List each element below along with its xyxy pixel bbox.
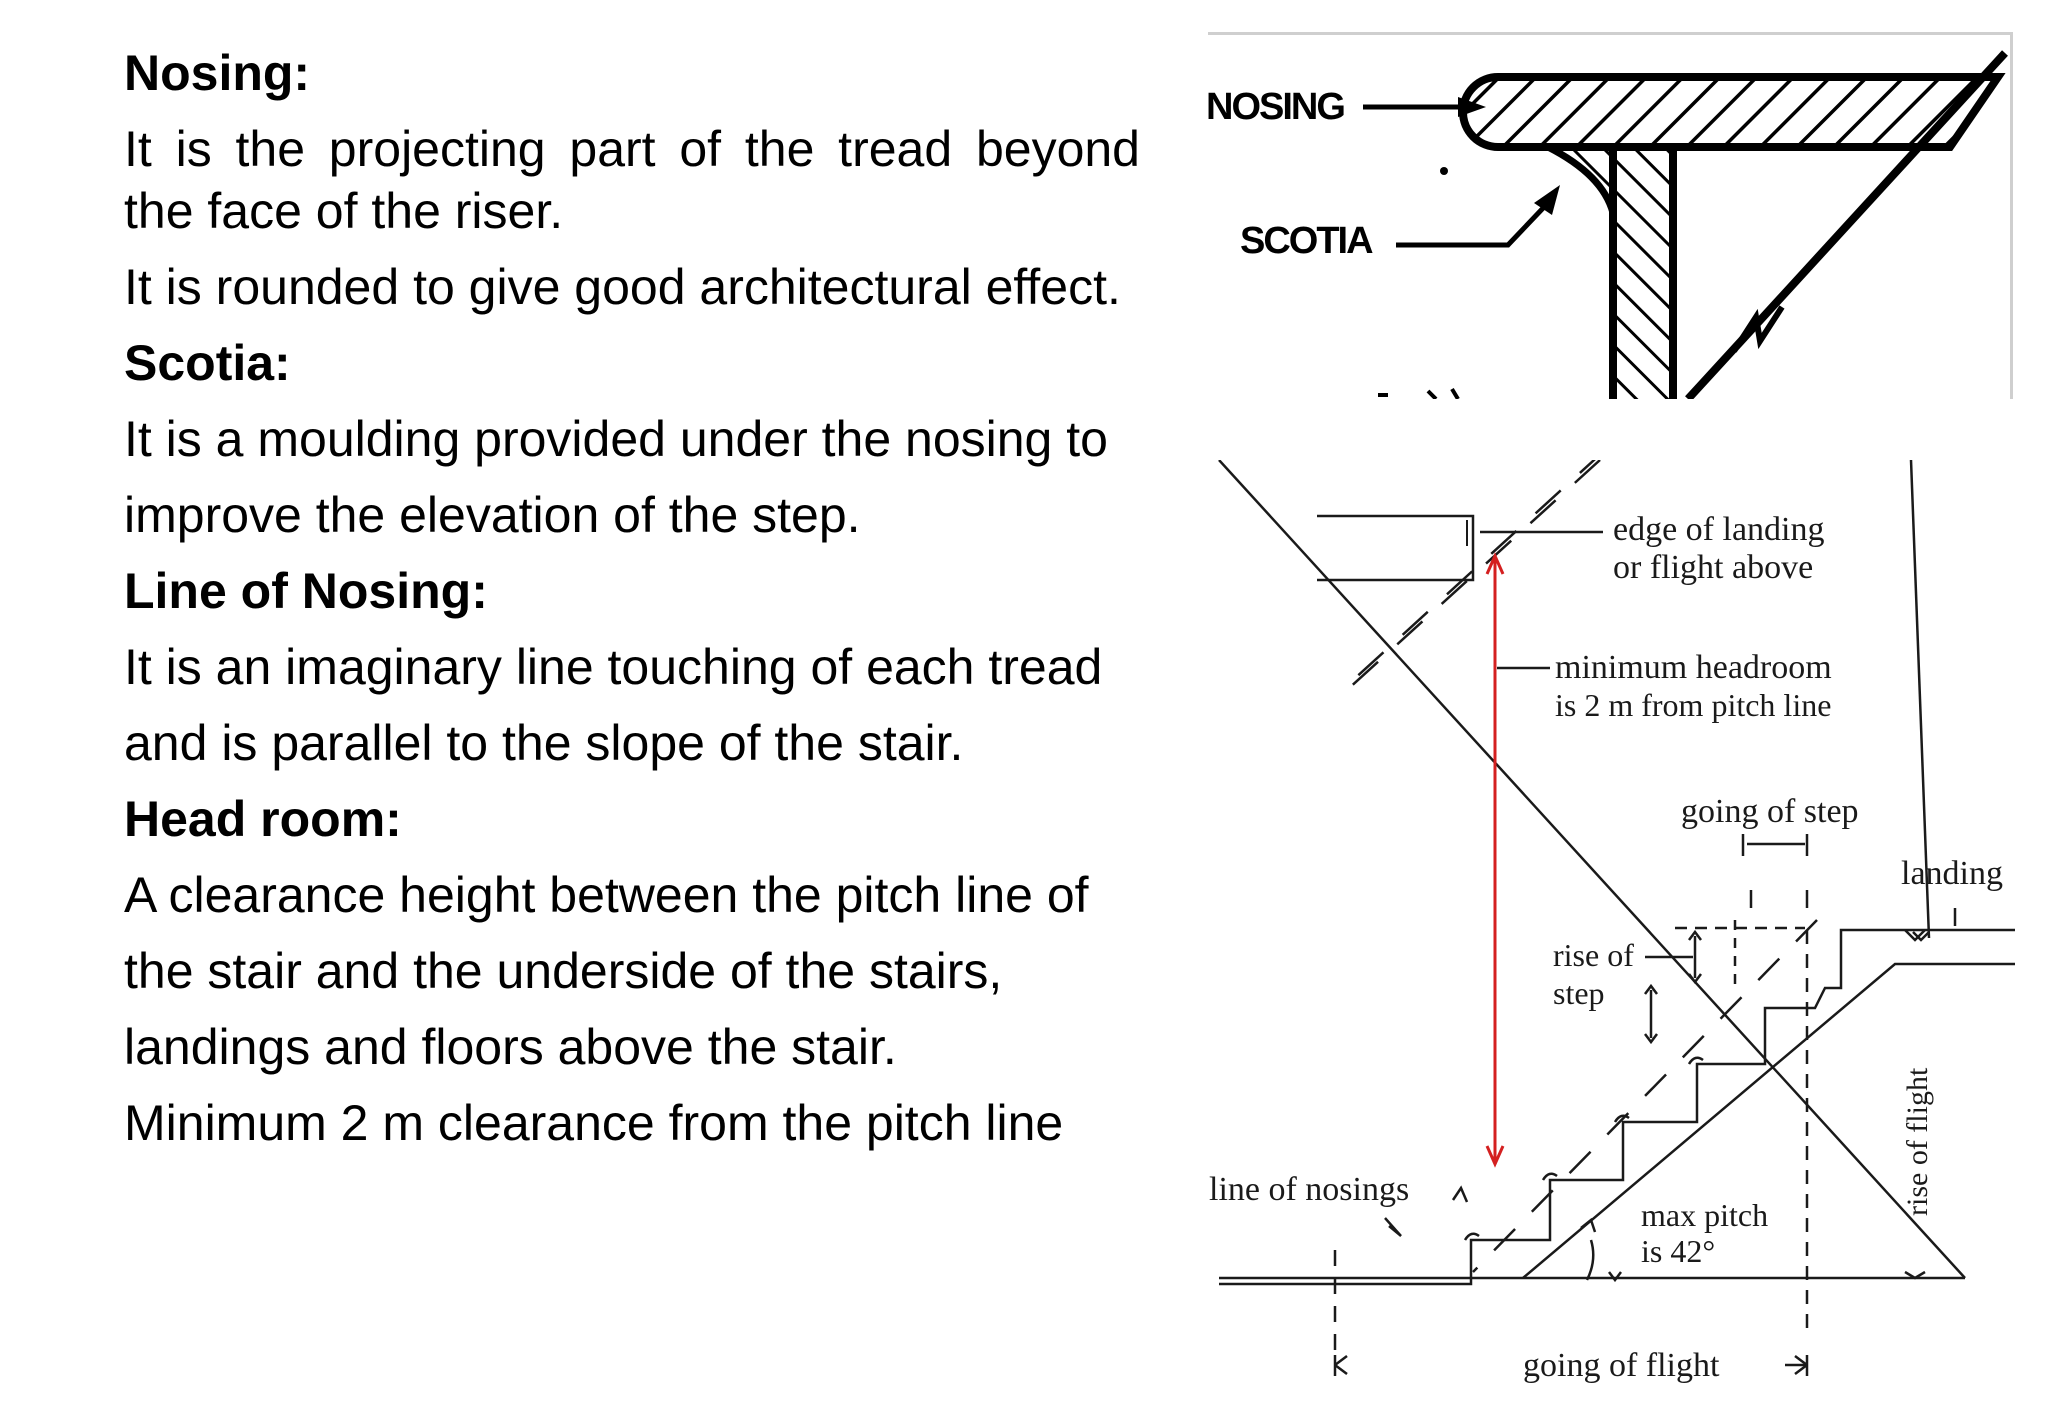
label-going-of-step: going of step <box>1681 793 1859 830</box>
label-rise-of-flight: rise of flight <box>1901 1067 1934 1216</box>
label-headroom-distance: is 2 m from pitch line <box>1555 687 1831 723</box>
label-line-of-nosings: line of nosings <box>1209 1171 1409 1208</box>
label-edge-of-landing: edge of landing <box>1613 511 1825 548</box>
paragraph-head-room-4: Minimum 2 m clearance from the pitch lin… <box>124 1095 1064 1151</box>
label-flight-above: or flight above <box>1613 549 1813 586</box>
paragraph-nosing-1: It is the projecting part of the tread b… <box>124 121 1140 239</box>
label-going-of-flight: going of flight <box>1523 1347 1720 1384</box>
label-rise-of-step-1: rise of <box>1553 937 1634 973</box>
heading-line-of-nosing: Line of Nosing: <box>124 563 488 619</box>
paragraph-scotia-1: It is a moulding provided under the nosi… <box>124 411 1108 467</box>
paragraph-scotia-2: improve the elevation of the step. <box>124 487 861 543</box>
paragraph-head-room-2: the stair and the underside of the stair… <box>124 943 1003 999</box>
paragraph-head-room-1: A clearance height between the pitch lin… <box>124 867 1089 923</box>
floor-line <box>1218 459 1966 1279</box>
label-nosing: NOSING <box>1208 86 1344 128</box>
stair-section-svg: edge of landing or flight above minimum … <box>1209 449 2015 1384</box>
label-landing: landing <box>1901 855 2003 892</box>
scotia-moulding <box>1546 143 1617 215</box>
tread-section <box>1459 73 2006 151</box>
definitions-text: Nosing: It is the projecting part of the… <box>124 42 1140 1168</box>
label-minimum-headroom: minimum headroom <box>1555 649 1832 686</box>
heading-nosing: Nosing: <box>124 45 311 101</box>
stair-soffit <box>1522 962 2015 1279</box>
label-rise-of-step-2: step <box>1553 975 1605 1011</box>
heading-head-room: Head room: <box>124 791 402 847</box>
stair-profile <box>1219 928 2015 1286</box>
label-max-pitch-1: max pitch <box>1641 1197 1768 1233</box>
paragraph-line-of-nosing-1: It is an imaginary line touching of each… <box>124 639 1103 695</box>
upper-landing <box>1317 514 1475 582</box>
nosing-scotia-diagram: NOSING SCOTIA <box>1208 32 2013 399</box>
nosing-scotia-svg: NOSING SCOTIA <box>1208 50 2008 399</box>
paragraph-head-room-3: landings and floors above the stair. <box>124 1019 897 1075</box>
paragraph-nosing-2: It is rounded to give good architectural… <box>124 259 1121 315</box>
riser-section <box>1609 143 1677 399</box>
label-max-pitch-2: is 42° <box>1641 1233 1715 1269</box>
headroom-arrow <box>1485 552 1505 1168</box>
label-scotia: SCOTIA <box>1240 220 1373 262</box>
heading-scotia: Scotia: <box>124 335 291 391</box>
stair-section-diagram: edge of landing or flight above minimum … <box>1205 449 2025 1418</box>
paragraph-line-of-nosing-2: and is parallel to the slope of the stai… <box>124 715 964 771</box>
